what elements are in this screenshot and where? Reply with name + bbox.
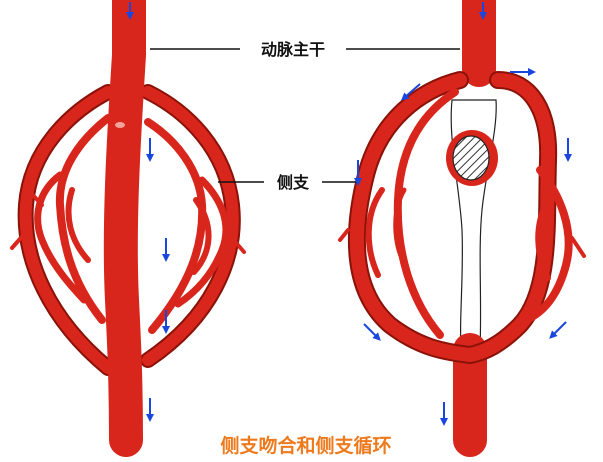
left-collateral-inner-left-c: [65, 187, 91, 263]
arrow-icon: [363, 323, 381, 341]
left-collateral-inner-left-b: [34, 171, 88, 304]
arrow-icon: [400, 83, 421, 101]
arrow-icon: [549, 321, 567, 339]
right-collateral-inner-left-a: [393, 88, 459, 339]
hatched-occlusion-icon: [452, 135, 490, 181]
left-vessel-figure: [10, 0, 246, 457]
left-main-trunk: [103, 0, 146, 457]
left-trunk-highlight: [115, 122, 125, 128]
label-collateral: 侧支: [277, 173, 310, 192]
left-collateral-inner-right-c: [191, 197, 212, 275]
left-collateral-twig-left-2: [28, 190, 44, 207]
right-collateral-outer-left: [349, 73, 477, 362]
label-main-artery: 动脉主干: [261, 40, 325, 59]
left-collateral-twig-left-1: [10, 230, 28, 250]
right-collateral-inner-left-b: [365, 187, 385, 278]
left-collateral-outer-right: [142, 86, 239, 366]
left-collateral-twig-right-1: [230, 236, 246, 254]
flow-arrows: [126, 2, 572, 426]
left-collateral-inner-right-b: [174, 176, 230, 308]
right-collateral-twig-1: [570, 236, 586, 258]
right-collateral-twig-2: [338, 228, 350, 242]
left-collateral-outer-left: [19, 86, 114, 374]
right-collateral-inner-right-b: [535, 197, 551, 281]
leader-lines: [150, 48, 460, 183]
right-vessel-figure: [338, 0, 586, 457]
right-collateral-inner-right-a: [526, 166, 573, 322]
figure-caption: 侧支吻合和侧支循环: [220, 434, 391, 457]
right-collateral-inner-left-c: [393, 187, 407, 265]
left-collateral-inner-right-a: [144, 118, 207, 334]
left-collateral-inner-left-a: [55, 114, 112, 324]
right-collateral-outer-right: [463, 73, 556, 362]
